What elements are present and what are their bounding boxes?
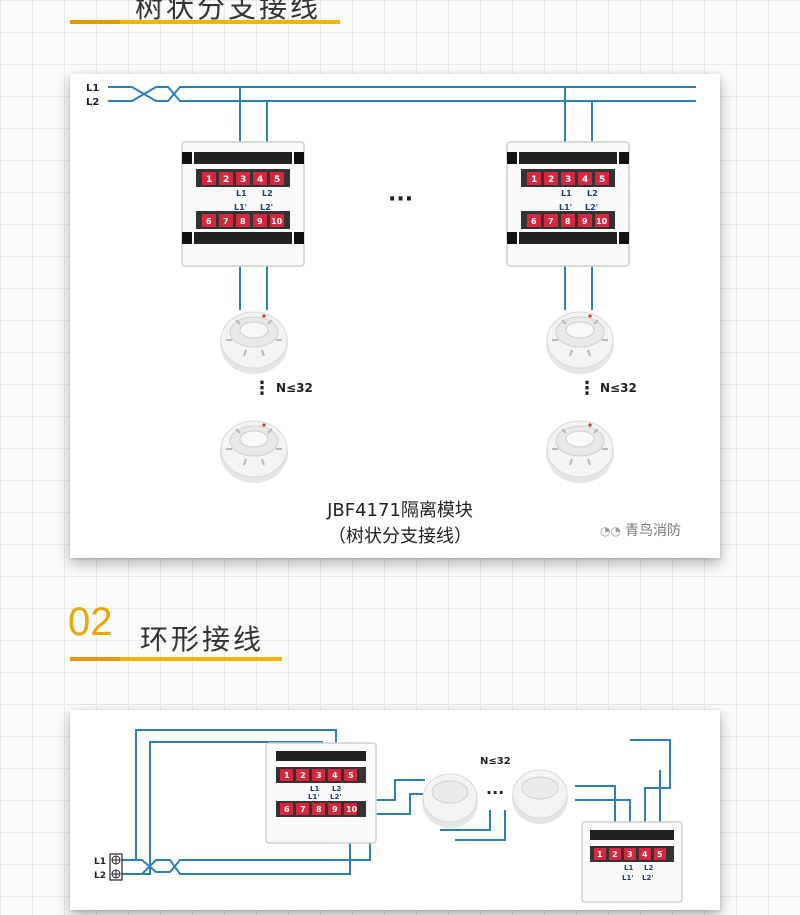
svg-text:2: 2 — [300, 771, 306, 780]
ring-count-label: N≤32 — [480, 756, 511, 767]
section1-underline — [70, 20, 340, 24]
tree-wiring-diagram: L1 L2 1 2 3 4 5 6 7 8 9 10 L1 L2 L1' L2' 1 2 3 4 5 — [70, 74, 720, 558]
svg-text:5: 5 — [348, 771, 354, 780]
svg-text:L1': L1' — [234, 203, 247, 212]
svg-text:10: 10 — [271, 217, 283, 226]
svg-text:10: 10 — [346, 805, 358, 814]
svg-text:L1': L1' — [559, 203, 572, 212]
svg-text:L1: L1 — [236, 189, 247, 198]
svg-text:2: 2 — [548, 175, 554, 185]
svg-text:2: 2 — [223, 175, 229, 185]
ring-label-l1: L1 — [94, 857, 106, 867]
ring-module-1: 1 2 3 4 5 6 7 8 9 10 L1 L2 L1' L2' — [265, 742, 377, 844]
svg-text:8: 8 — [316, 805, 322, 814]
svg-text:1: 1 — [531, 175, 537, 185]
svg-text:1: 1 — [597, 850, 603, 859]
count-label-1: N≤32 — [276, 381, 313, 395]
svg-text:7: 7 — [548, 217, 554, 226]
svg-text:L2': L2' — [642, 874, 653, 882]
svg-text:L1: L1 — [561, 189, 572, 198]
svg-text:5: 5 — [599, 175, 605, 185]
svg-text:4: 4 — [642, 850, 648, 859]
svg-text:L2': L2' — [330, 793, 341, 801]
svg-text:6: 6 — [531, 217, 537, 226]
svg-text:7: 7 — [300, 805, 306, 814]
svg-text:L2: L2 — [332, 785, 341, 793]
svg-text:9: 9 — [257, 217, 263, 226]
wechat-icon: ◔◔ — [600, 524, 621, 538]
isolation-module-1: 1 2 3 4 5 6 7 8 9 10 L1 L2 L1' L2' — [181, 141, 305, 267]
diagram-caption: JBF4171隔离模块 （树状分支接线） — [270, 498, 530, 550]
svg-text:7: 7 — [223, 217, 229, 226]
terminals-top: 1 2 3 4 5 — [202, 172, 284, 185]
ring-detector-1 — [422, 773, 478, 828]
line-label-l1: L1 — [86, 83, 99, 94]
svg-text:9: 9 — [582, 217, 588, 226]
svg-text:3: 3 — [240, 175, 246, 185]
svg-text:1: 1 — [206, 175, 212, 185]
ring-detector-2 — [512, 769, 568, 824]
terminals-bottom: 6 7 8 9 10 — [202, 214, 284, 227]
vertical-ellipsis-1: ⋮ — [253, 378, 271, 399]
isolation-module-2: 1 2 3 4 5 6 7 8 9 10 L1 L2 L1' L2' — [506, 141, 630, 267]
caption-line-2: （树状分支接线） — [328, 526, 472, 547]
count-label-2: N≤32 — [600, 381, 637, 395]
svg-text:3: 3 — [316, 771, 322, 780]
svg-text:L2: L2 — [644, 864, 653, 872]
svg-text:9: 9 — [332, 805, 338, 814]
caption-line-1: JBF4171隔离模块 — [327, 500, 473, 521]
svg-text:5: 5 — [657, 850, 663, 859]
detector-2-bottom — [545, 420, 615, 484]
watermark: ◔◔青鸟消防 — [600, 523, 681, 539]
svg-text:L2: L2 — [587, 189, 598, 198]
svg-text:4: 4 — [582, 175, 588, 185]
line-label-l2: L2 — [86, 97, 99, 108]
tree-wiring-svg: L1 L2 1 2 3 4 5 6 7 8 9 10 L1 L2 L1' L2' 1 2 3 4 5 — [86, 83, 696, 484]
svg-text:1: 1 — [284, 771, 290, 780]
svg-text:4: 4 — [332, 771, 338, 780]
svg-text:2: 2 — [612, 850, 618, 859]
module-ellipsis: ··· — [388, 187, 413, 212]
detector-1-bottom — [219, 420, 289, 484]
svg-text:10: 10 — [596, 217, 608, 226]
section2-number: 02 — [68, 600, 113, 644]
svg-text:8: 8 — [240, 217, 246, 226]
detector-2-top — [545, 311, 615, 375]
svg-text:L2': L2' — [260, 203, 273, 212]
svg-text:L1: L1 — [310, 785, 319, 793]
section2-title: 环形接线 — [140, 623, 265, 656]
vertical-ellipsis-2: ⋮ — [578, 378, 596, 399]
svg-text:L1: L1 — [624, 864, 633, 872]
svg-text:4: 4 — [257, 175, 263, 185]
svg-text:6: 6 — [206, 217, 212, 226]
svg-text:L2': L2' — [585, 203, 598, 212]
svg-text:L2: L2 — [262, 189, 273, 198]
svg-text:3: 3 — [565, 175, 571, 185]
svg-text:6: 6 — [284, 805, 290, 814]
detector-1-top — [219, 311, 289, 375]
svg-text:3: 3 — [627, 850, 633, 859]
svg-text:5: 5 — [274, 175, 280, 185]
svg-text:L1': L1' — [622, 874, 633, 882]
svg-text:8: 8 — [565, 217, 571, 226]
ring-line-terminal — [109, 853, 123, 881]
ring-ellipsis: ··· — [486, 783, 504, 802]
section2-underline — [70, 657, 282, 661]
ring-label-l2: L2 — [94, 871, 106, 881]
svg-text:L1': L1' — [308, 793, 319, 801]
